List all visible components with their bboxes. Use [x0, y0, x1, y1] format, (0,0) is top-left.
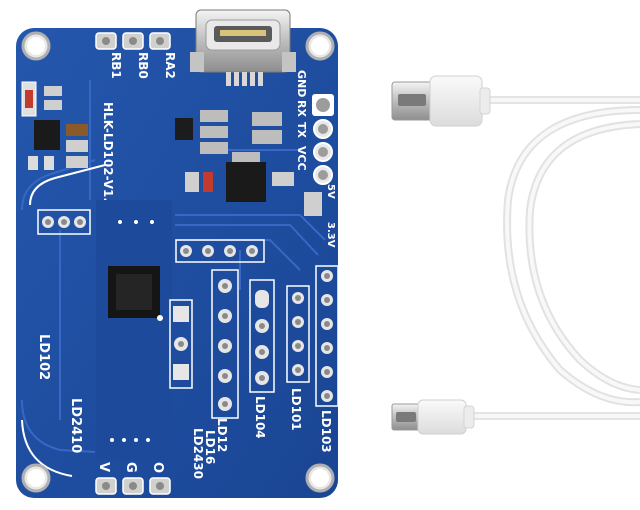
pcb-board: RB1 RB0 RA2: [16, 9, 339, 498]
silk-outline: [21, 419, 73, 477]
bottom-micro-usb-plug: [391, 399, 475, 435]
mounting-holes: [21, 31, 335, 493]
usb-cable: [391, 75, 640, 435]
label-ld101: LD101: [289, 388, 303, 431]
left-3pin-header: [37, 209, 91, 235]
bottom-vgo-pads: [95, 477, 171, 495]
top-micro-usb-plug: [391, 75, 491, 127]
label-3v3: 3.3V: [325, 222, 336, 248]
ld2430-header: [211, 269, 239, 419]
board-title: HLK-LD102-V1.0: [101, 102, 115, 210]
label-ld2430: LD2430: [191, 428, 205, 479]
sensor-area: [96, 200, 172, 460]
label-ld104: LD104: [253, 396, 267, 439]
label-5v: 5V: [325, 184, 336, 199]
radar-chip: [108, 266, 160, 318]
vias: [110, 220, 163, 442]
label-ra2: RA2: [163, 52, 177, 79]
label-rb1: RB1: [109, 52, 123, 79]
ld104-header: [249, 279, 275, 393]
label-ld2410: LD2410: [68, 398, 83, 453]
chip-side-header: [169, 299, 193, 389]
top-header-pads: [95, 32, 171, 50]
label-ld103: LD103: [319, 410, 333, 453]
micro-usb-port: [190, 9, 296, 86]
top-4pin-row: [175, 239, 265, 263]
smd-components-mid: [175, 110, 322, 216]
ld101-header: [286, 285, 310, 383]
label-o: O: [150, 462, 165, 473]
ld103-header: [315, 265, 339, 407]
pcb-traces: [21, 80, 326, 453]
label-g: G: [123, 462, 138, 473]
label-v: V: [96, 462, 111, 472]
label-ld12: LD12: [215, 418, 229, 452]
label-ld102: LD102: [36, 334, 51, 380]
label-ld16: LD16: [203, 430, 217, 464]
label-vcc: VCC: [295, 146, 308, 171]
label-rb0: RB0: [136, 52, 150, 79]
smd-components-left: [21, 81, 88, 170]
right-header-pads: [312, 94, 334, 185]
label-rx: RX: [295, 100, 308, 117]
label-tx: TX: [295, 122, 308, 139]
label-gnd: GND: [295, 70, 308, 97]
